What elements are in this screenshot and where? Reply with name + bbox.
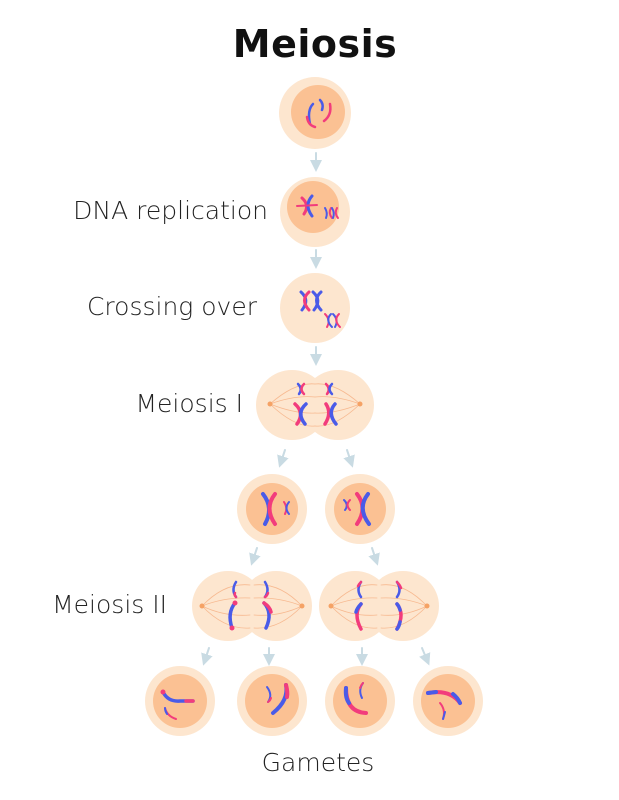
cell-crossing-over (280, 273, 350, 343)
arrow-down-right (368, 547, 380, 566)
arrow-down-left (277, 449, 289, 468)
gamete-2 (237, 666, 307, 736)
label-gametes: Gametes (261, 748, 375, 777)
arrow-down-left (201, 647, 213, 666)
label-crossing-over: Crossing over (86, 292, 257, 321)
arrow-down-right (419, 647, 431, 666)
arrow-down-left (249, 547, 261, 566)
cell-daughter-2 (325, 474, 395, 544)
cell-meiosis-2-right (319, 571, 439, 641)
gamete-4 (413, 666, 483, 736)
cell-meiosis-1 (256, 370, 374, 440)
label-meiosis-1: Meiosis I (135, 389, 243, 418)
diagram-title: Meiosis (232, 22, 398, 66)
gamete-1 (145, 666, 215, 736)
gamete-3 (325, 666, 395, 736)
label-dna-replication: DNA replication (73, 196, 268, 225)
cell-daughter-1 (237, 474, 307, 544)
arrow-down-right (343, 449, 355, 468)
cell-initial (279, 77, 351, 149)
cell-meiosis-2-left (192, 571, 312, 641)
label-meiosis-2: Meiosis II (52, 590, 167, 619)
cell-dna-replication (280, 177, 350, 247)
